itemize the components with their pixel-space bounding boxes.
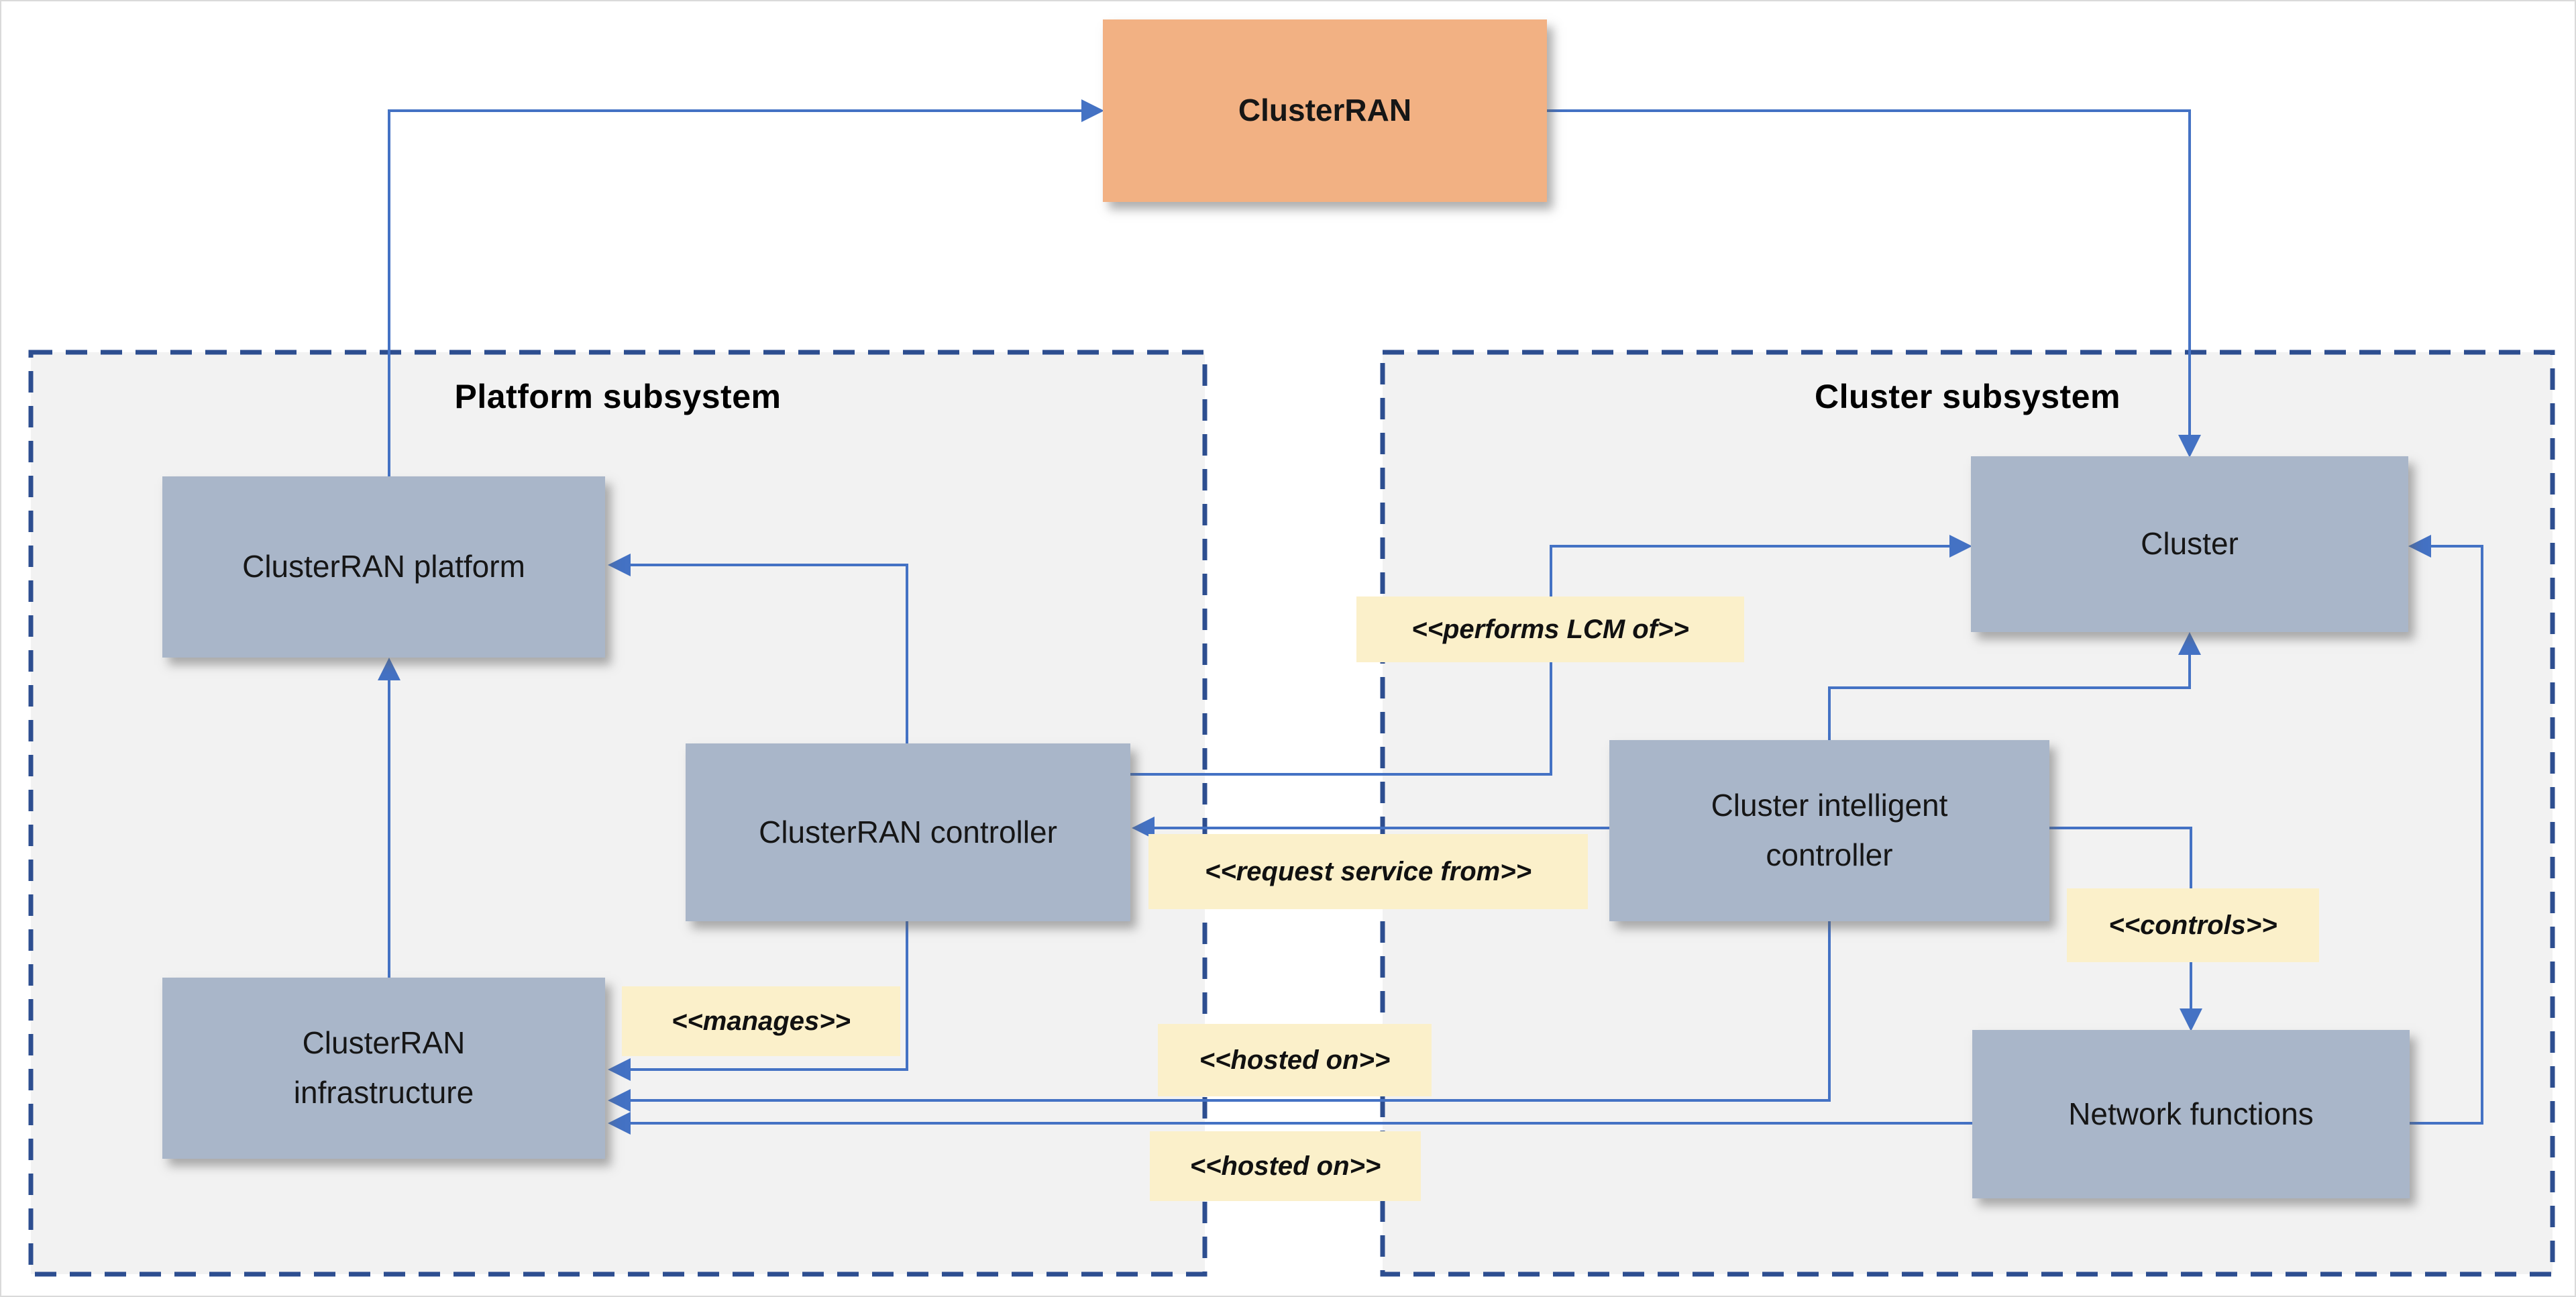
edge-controller-to-platform-arrowhead (608, 554, 631, 576)
edge-performs-lcm-arrowhead (1949, 535, 1972, 558)
edge-clusterran-to-cluster-arrowhead (2178, 435, 2201, 458)
edge-label-hosted-on-nf: <<hosted on>> (1150, 1131, 1421, 1201)
node-cluster: Cluster (1971, 456, 2408, 632)
node-clusterran: ClusterRAN (1103, 19, 1547, 202)
edge-label-request-service-from: <<request service from>> (1148, 834, 1588, 909)
edge-controller-to-platform (608, 554, 908, 743)
edge-platform-to-clusterran-arrowhead (1081, 99, 1104, 122)
edge-infrastructure-to-platform-arrowhead (378, 658, 400, 680)
edge-cic-hosted-on-arrowhead (608, 1089, 631, 1112)
edge-label-hosted-on-cic: <<hosted on>> (1158, 1024, 1432, 1096)
node-clusterran-platform: ClusterRAN platform (162, 476, 605, 658)
edge-nf-to-cluster (2408, 535, 2483, 1125)
edge-cic-to-cluster-arrowhead (2178, 632, 2201, 655)
edge-manages-line (631, 921, 908, 1071)
edge-cic-to-cluster-line (1828, 655, 2191, 740)
node-cluster-intelligent-controller: Cluster intelligent controller (1609, 740, 2049, 921)
edge-label-controls: <<controls>> (2067, 888, 2319, 962)
edge-request-service-arrowhead (1132, 817, 1155, 839)
edge-platform-to-clusterran (388, 99, 1104, 476)
edge-controls-arrowhead (2180, 1008, 2202, 1031)
edge-clusterran-to-cluster-line (1547, 109, 2191, 435)
cluster-subsystem-title: Cluster subsystem (1815, 378, 2121, 415)
edge-nf-hosted-on-infrastructure (608, 1112, 1972, 1135)
edge-manages-arrowhead (608, 1058, 631, 1081)
edge-infrastructure-to-platform (378, 658, 400, 978)
edge-cic-request-service-from-controller (1132, 817, 1609, 839)
edge-label-performs-lcm-of: <<performs LCM of>> (1356, 596, 1744, 662)
edge-label-manages: <<manages>> (622, 986, 900, 1056)
platform-subsystem-title: Platform subsystem (454, 378, 782, 415)
node-network-functions: Network functions (1972, 1030, 2410, 1198)
edge-clusterran-to-cluster (1547, 109, 2201, 458)
edge-controller-manages-infrastructure (608, 921, 908, 1081)
node-clusterran-infrastructure: ClusterRAN infrastructure (162, 978, 605, 1159)
edge-cic-hosted-on-infrastructure (608, 921, 1831, 1112)
edge-nf-to-cluster-line (2410, 545, 2483, 1125)
edge-cic-to-cluster (1828, 632, 2201, 740)
edge-controller-to-platform-line (631, 564, 908, 743)
edge-nf-hosted-on-arrowhead (608, 1112, 631, 1135)
node-clusterran-controller: ClusterRAN controller (686, 743, 1130, 921)
edge-nf-to-cluster-arrowhead (2408, 535, 2431, 558)
edge-platform-to-clusterran-line (388, 109, 1081, 476)
edge-cic-hosted-on-line (631, 921, 1831, 1102)
